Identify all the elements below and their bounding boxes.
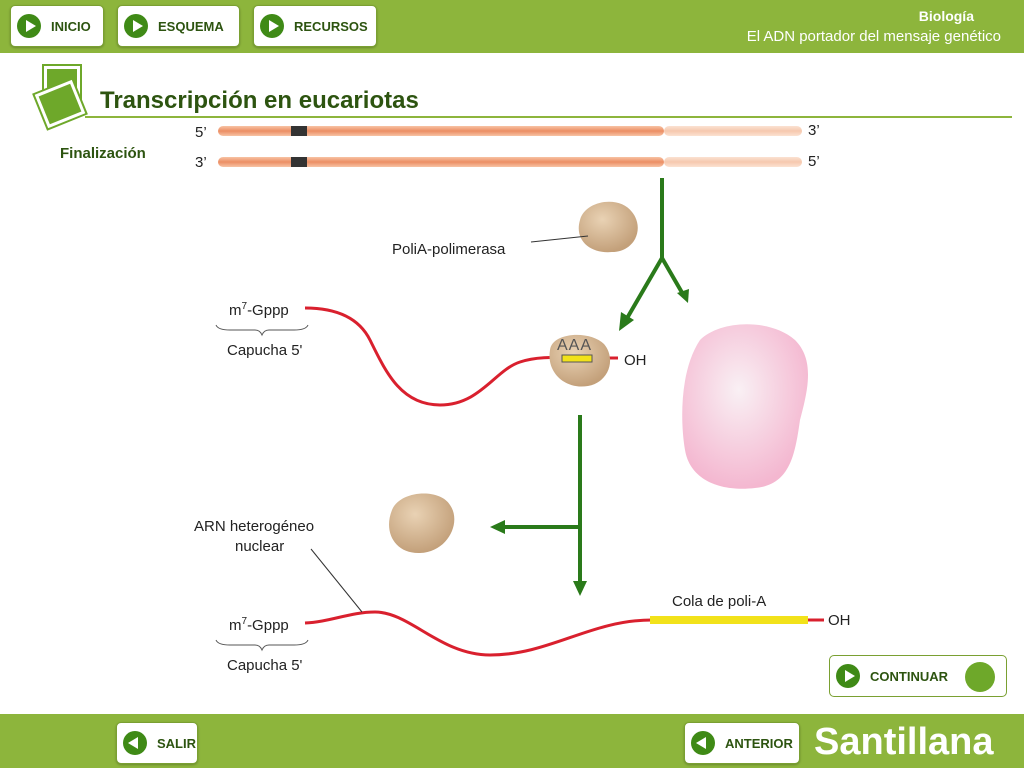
cap-top-sup: 7 [241,301,248,312]
polya-polymerase-enzyme [578,201,638,253]
arrow-heads [490,289,689,596]
title-underline [85,116,1012,118]
dna-top-right-label: 3’ [808,122,820,139]
cap-top-rest: -Gppp [247,302,289,319]
stage-label: Finalización [60,145,146,162]
cap-bottom-rest: -Gppp [247,617,289,634]
dna-top-left-label: 5’ [195,124,207,141]
header-topic: El ADN portador del mensaje genético [746,28,1001,45]
esquema-label: ESQUEMA [158,18,224,34]
cap-top-m: m [229,302,242,319]
rna-polymerase-blob [682,324,809,489]
play-icon [17,14,41,38]
esquema-button[interactable]: ESQUEMA [117,5,240,47]
play-icon [260,14,284,38]
inicio-button[interactable]: INICIO [10,5,104,47]
hand-cursor-icon [965,662,995,692]
rna-strand-bottom [304,610,653,657]
oh-bottom-label: OH [828,612,851,629]
anterior-label: ANTERIOR [725,735,793,751]
play-icon [836,664,860,688]
inicio-label: INICIO [51,18,91,34]
dna-bottom-right-label: 5’ [808,153,820,170]
released-enzyme [389,493,455,554]
polya-tail [650,616,808,624]
back-arrow-icon [123,731,147,755]
cap-top-label: m7-Gppp [229,301,289,319]
oh-top-label: OH [624,352,647,369]
header-subject: Biología [918,8,974,24]
recursos-label: RECURSOS [294,18,368,34]
continuar-label: CONTINUAR [870,668,948,684]
salir-button[interactable]: SALIR [116,722,198,764]
polya-polymerase-label: PoliA-polimerasa [392,241,506,258]
back-arrow-icon [691,731,715,755]
recursos-button[interactable]: RECURSOS [253,5,377,47]
play-icon [124,14,148,38]
flow-arrows [502,178,686,585]
page-title: Transcripción en eucariotas [100,87,419,114]
salir-label: SALIR [157,735,196,751]
dna-bottom-left-label: 3’ [195,154,207,171]
capucha-top-label: Capucha 5' [227,342,303,359]
cap-bottom-sup: 7 [241,616,248,627]
aaa-label: AAA [557,337,593,354]
arn-label: ARN heterogéneo [194,518,315,535]
cola-poliA-label: Cola de poli-A [672,593,767,610]
brand-logo: Santillana [814,721,994,763]
cap-bottom-m: m [229,617,242,634]
dna-double-strand [218,126,802,167]
polya-segment-small [561,354,593,363]
arn-label-2: nuclear [235,538,285,555]
capucha-bottom-label: Capucha 5' [227,657,303,674]
cap-bottom-label: m7-Gppp [229,616,289,634]
rna-strand-top [304,306,619,407]
anterior-button[interactable]: ANTERIOR [684,722,800,764]
